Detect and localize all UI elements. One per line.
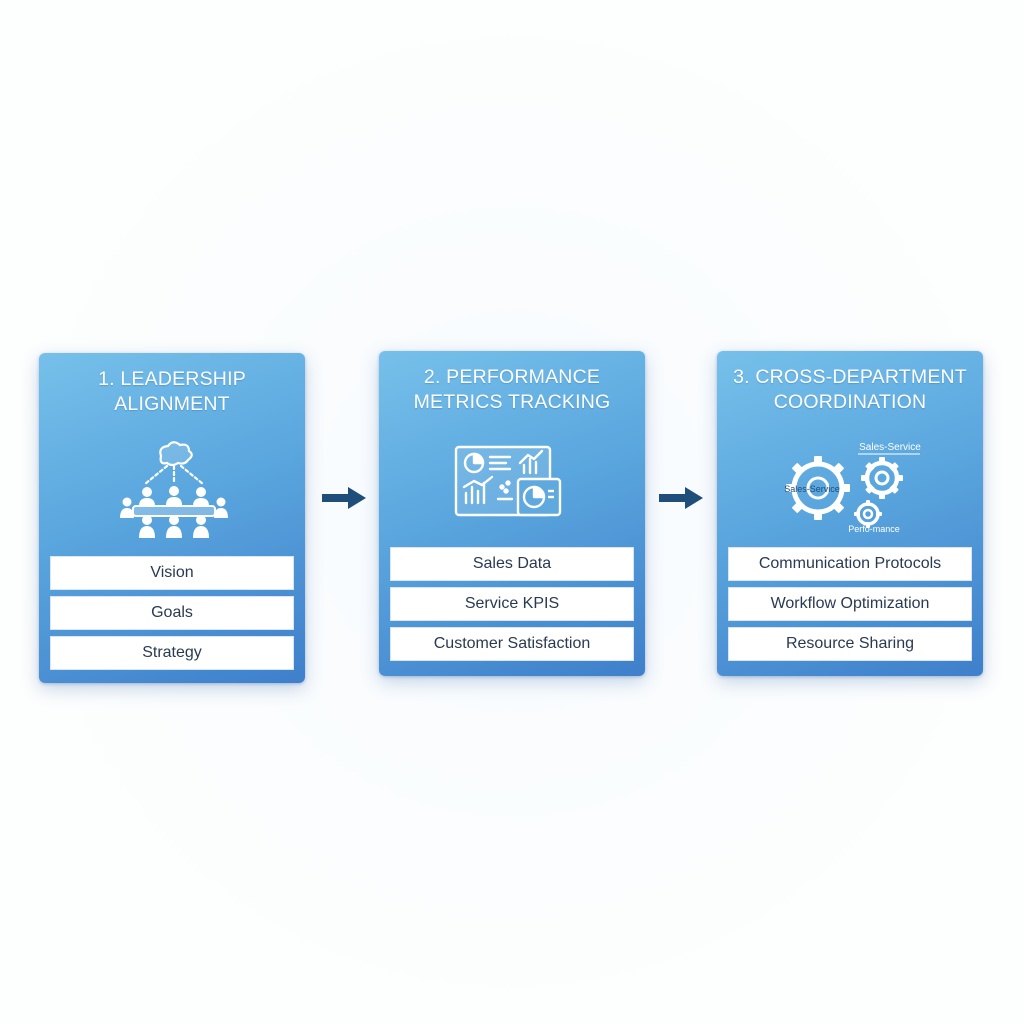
dashboard-icon [379, 429, 645, 547]
gear-label: Sales-Service [859, 442, 921, 453]
step-title-line2: COORDINATION [773, 391, 927, 413]
gear-label: Sales-Service [784, 484, 840, 494]
step-card-cross-department: 3. CROSS-DEPARTMENT COORDINATION [717, 351, 983, 676]
list-item: Strategy [50, 636, 294, 670]
step-title-line1: 1. LEADERSHIP [98, 368, 246, 390]
step-title-line1: 3. CROSS-DEPARTMENT [733, 366, 967, 388]
step-item-list: Communication Protocols Workflow Optimiz… [728, 547, 972, 661]
step-title-line2: ALIGNMENT [114, 393, 230, 415]
step-title: 2. PERFORMANCE METRICS TRACKING [379, 365, 645, 415]
list-item: Resource Sharing [728, 627, 972, 661]
list-item: Service KPIS [390, 587, 634, 621]
list-item: Workflow Optimization [728, 587, 972, 621]
arrow-right-icon [659, 487, 703, 509]
step-card-leadership-alignment: 1. LEADERSHIP ALIGNMENT [39, 353, 305, 683]
arrow-right-icon [322, 487, 366, 509]
gears-icon: Sales-Service Sales-Service Perfo-mance [717, 429, 983, 547]
list-item: Communication Protocols [728, 547, 972, 581]
list-item: Customer Satisfaction [390, 627, 634, 661]
team-meeting-icon [39, 431, 305, 549]
list-item: Goals [50, 596, 294, 630]
list-item: Sales Data [390, 547, 634, 581]
step-title-line1: 2. PERFORMANCE [423, 366, 601, 388]
step-title: 3. CROSS-DEPARTMENT COORDINATION [717, 365, 983, 415]
list-item: Vision [50, 556, 294, 590]
step-item-list: Sales Data Service KPIS Customer Satisfa… [390, 547, 634, 661]
gear-label: Perfo-mance [848, 524, 900, 534]
step-card-performance-metrics: 2. PERFORMANCE METRICS TRACKING [379, 351, 645, 676]
step-title: 1. LEADERSHIP ALIGNMENT [39, 367, 305, 417]
step-item-list: Vision Goals Strategy [50, 556, 294, 670]
step-title-line2: METRICS TRACKING [413, 391, 611, 413]
